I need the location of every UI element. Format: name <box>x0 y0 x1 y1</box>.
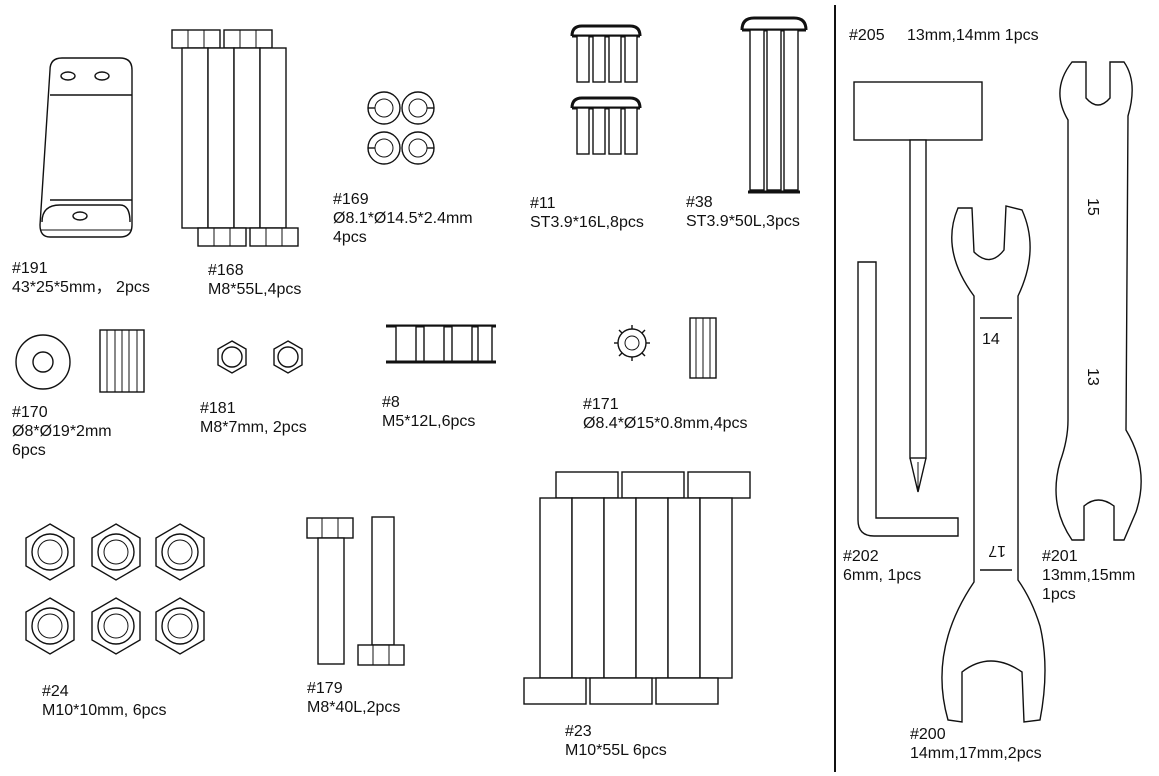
part-spec-171: Ø8.4*Ø15*0.8mm,4pcs <box>583 415 748 432</box>
part-spec-179: M8*40L,2pcs <box>307 699 400 716</box>
part-label-24: #24 <box>42 683 69 700</box>
part-170-flat-washer-drawing <box>15 329 145 393</box>
wrench-200-mark-top: 14 <box>982 331 1000 348</box>
part-label-179: #179 <box>307 680 343 697</box>
part-spec-201: 13mm,15mm <box>1042 567 1135 584</box>
part-label-169: #169 <box>333 191 369 208</box>
part-spec-23: M10*55L 6pcs <box>565 742 667 759</box>
part-spec-191: 43*25*5mm， 2pcs <box>12 279 150 296</box>
part-qty-169: 4pcs <box>333 229 367 246</box>
part-spec-24: M10*10mm, 6pcs <box>42 702 167 719</box>
part-spec-168: M8*55L,4pcs <box>208 281 301 298</box>
part-label-171: #171 <box>583 396 619 413</box>
part-8-screws-drawing <box>386 324 496 364</box>
part-200-wrench-drawing: 14 17 <box>941 205 1046 723</box>
part-179-bolts-drawing <box>306 516 405 666</box>
part-spec-170: Ø8*Ø19*2mm <box>12 423 112 440</box>
part-23-bolts-drawing <box>523 471 751 705</box>
wrench-201-mark-bottom: 13 <box>1084 368 1101 386</box>
part-label-205: #205 <box>849 27 885 44</box>
part-171-star-washer-drawing <box>614 317 717 379</box>
part-spec-202: 6mm, 1pcs <box>843 567 921 584</box>
part-label-201: #201 <box>1042 548 1078 565</box>
part-label-200: #200 <box>910 726 946 743</box>
part-label-191: #191 <box>12 260 48 277</box>
part-label-11: #11 <box>530 195 556 212</box>
part-label-168: #168 <box>208 262 244 279</box>
part-label-38: #38 <box>686 194 713 211</box>
part-11-screws-drawing <box>570 24 642 155</box>
part-202-hex-key-drawing <box>857 261 959 537</box>
part-168-bolts-drawing <box>171 29 299 247</box>
part-label-170: #170 <box>12 404 48 421</box>
part-191-bracket-drawing <box>39 57 133 238</box>
part-24-nuts-drawing <box>25 523 205 655</box>
part-spec-200: 14mm,17mm,2pcs <box>910 745 1042 762</box>
part-spec-181: M8*7mm, 2pcs <box>200 419 307 436</box>
part-label-181: #181 <box>200 400 236 417</box>
part-205-screwdriver-drawing <box>853 81 983 493</box>
wrench-201-mark-top: 15 <box>1084 198 1101 216</box>
part-spec-169: Ø8.1*Ø14.5*2.4mm <box>333 210 473 227</box>
wrench-200-mark-bottom: 17 <box>988 542 1006 559</box>
part-spec-205: 13mm,14mm 1pcs <box>907 27 1039 44</box>
part-spec-8: M5*12L,6pcs <box>382 413 475 430</box>
part-label-202: #202 <box>843 548 879 565</box>
part-label-8: #8 <box>382 394 400 411</box>
part-38-long-screws-drawing <box>740 16 808 194</box>
part-spec-38: ST3.9*50L,3pcs <box>686 213 800 230</box>
part-spec-11: ST3.9*16L,8pcs <box>530 214 644 231</box>
part-201-wrench-drawing: 15 13 <box>1055 61 1142 541</box>
part-label-23: #23 <box>565 723 592 740</box>
part-181-nuts-drawing <box>217 340 303 374</box>
part-qty-201: 1pcs <box>1042 586 1076 603</box>
part-qty-170: 6pcs <box>12 442 46 459</box>
part-169-lock-washers-drawing <box>367 91 435 165</box>
